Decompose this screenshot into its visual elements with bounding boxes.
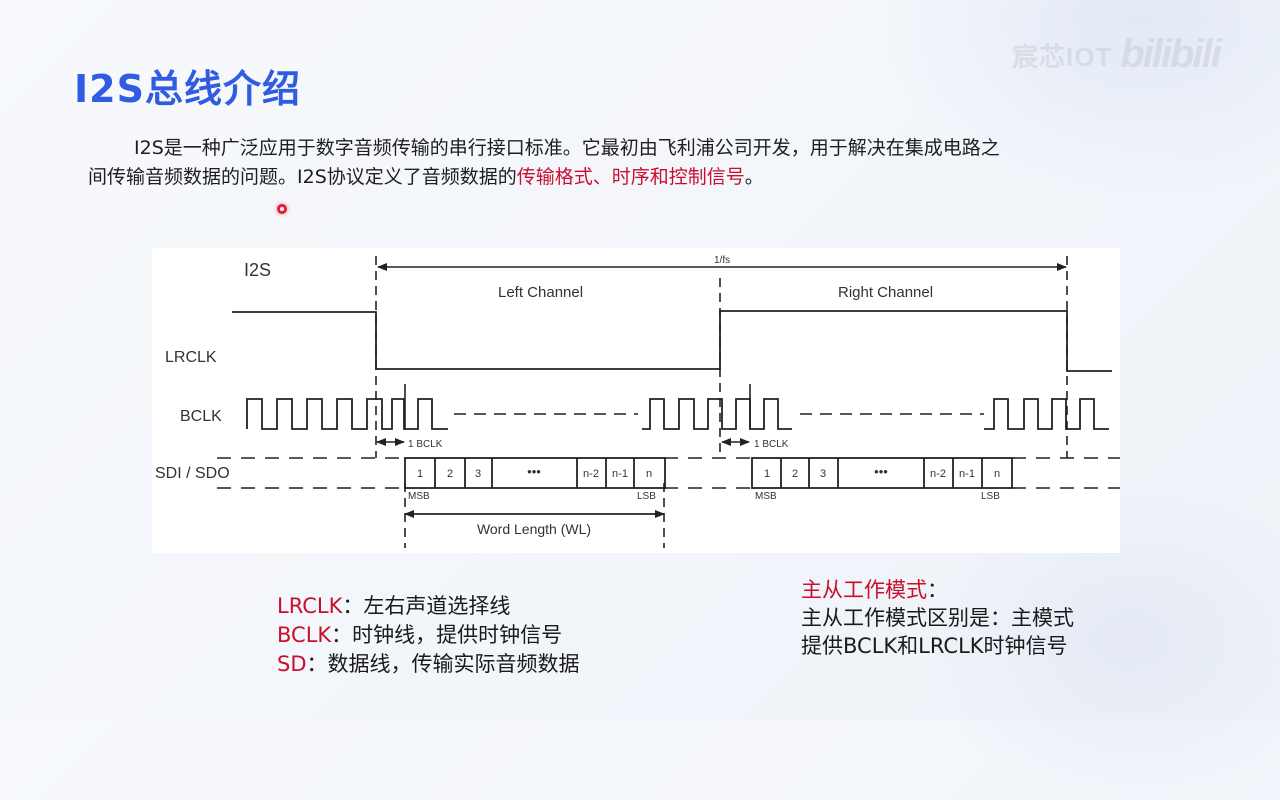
bilibili-logo-icon: bilibili (1120, 32, 1222, 76)
intro-highlight: 传输格式、时序和控制信号 (516, 166, 745, 188)
bit-label: 1 (417, 468, 423, 480)
bit-label: n-1 (612, 468, 628, 480)
legend-item-lrclk: LRCLK：左右声道选择线 (277, 594, 511, 618)
lrclk-label: LRCLK (165, 349, 217, 366)
master-slave-note: 主从工作模式： 主从工作模式区别是：主模式 提供BCLK和LRCLK时钟信号 (801, 576, 1074, 660)
legend-item-bclk: BCLK：时钟线，提供时钟信号 (277, 623, 563, 647)
delay-label-left: 1 BCLK (408, 439, 443, 450)
bit-label: n-1 (959, 468, 975, 480)
bit-label: 2 (447, 468, 453, 480)
intro-line-1: I2S是一种广泛应用于数字音频传输的串行接口标准。它最初由飞利浦公司开发，用于解… (134, 137, 1000, 159)
background-decoration (880, 0, 1280, 200)
watermark: 宸芯IOT bilibili (1012, 32, 1222, 76)
left-channel-label: Left Channel (498, 284, 583, 301)
master-slave-heading: 主从工作模式： (801, 578, 948, 602)
delay-label-right: 1 BCLK (754, 439, 789, 450)
word-length-label: Word Length (WL) (477, 521, 591, 537)
bit-label: n-2 (583, 468, 599, 480)
intro-line-2-suffix: 。 (744, 166, 764, 188)
lsb-label-left: LSB (637, 491, 656, 502)
bit-label: 3 (475, 468, 481, 480)
lsb-label-right: LSB (981, 491, 1000, 502)
period-label: 1/fs (714, 255, 730, 266)
bit-label: 2 (792, 468, 798, 480)
master-slave-line-1: 主从工作模式区别是：主模式 (801, 606, 1074, 630)
msb-label-left: MSB (408, 491, 430, 502)
watermark-text: 宸芯IOT (1012, 42, 1113, 72)
signal-legend: LRCLK：左右声道选择线 BCLK：时钟线，提供时钟信号 SD：数据线，传输实… (277, 592, 580, 679)
master-slave-line-2: 提供BCLK和LRCLK时钟信号 (801, 634, 1068, 658)
right-channel-label: Right Channel (838, 284, 933, 301)
bit-label: n (646, 468, 652, 480)
bit-label: 1 (764, 468, 770, 480)
i2s-timing-diagram: I2S LRCLK BCLK SDI / SDO 1/fs Left Chann… (152, 248, 1120, 553)
slide-title: I2S总线介绍 (74, 67, 301, 111)
intro-line-2-prefix: 间传输音频数据的问题。I2S协议定义了音频数据的 (88, 166, 517, 188)
sd-label: SDI / SDO (155, 465, 230, 482)
bit-label-ellipsis: ••• (874, 464, 888, 479)
bclk-label: BCLK (180, 408, 222, 425)
bit-label: n (994, 468, 1000, 480)
legend-item-sd: SD：数据线，传输实际音频数据 (277, 652, 580, 676)
msb-label-right: MSB (755, 491, 777, 502)
laser-pointer-icon (277, 204, 287, 214)
intro-paragraph: I2S是一种广泛应用于数字音频传输的串行接口标准。它最初由飞利浦公司开发，用于解… (88, 134, 1128, 192)
bit-label: 3 (820, 468, 826, 480)
diagram-title: I2S (244, 260, 271, 280)
bit-label-ellipsis: ••• (527, 464, 541, 479)
bit-label: n-2 (930, 468, 946, 480)
